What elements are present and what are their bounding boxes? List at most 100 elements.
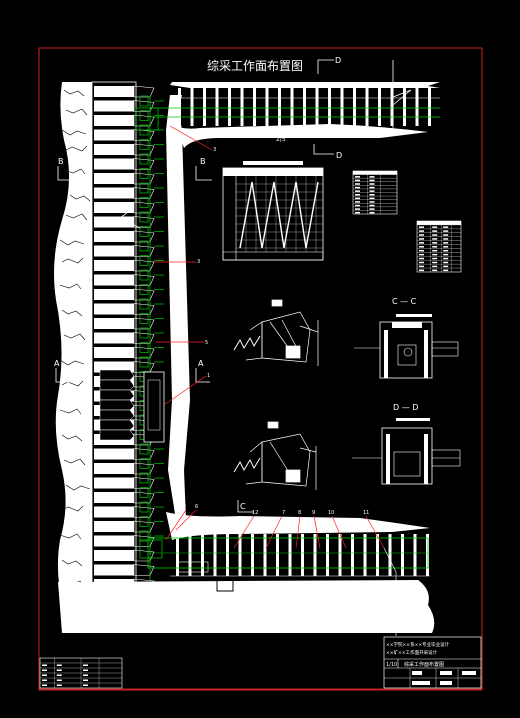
roadway-prop xyxy=(353,88,356,126)
support-unit xyxy=(94,550,134,561)
table-cell-text xyxy=(355,194,360,196)
table-cell-text xyxy=(432,238,438,240)
roadway-prop xyxy=(253,88,256,126)
table-cell-text xyxy=(419,234,424,236)
roadway-prop xyxy=(190,88,194,126)
table-cell-text xyxy=(369,186,375,189)
title-block-sheet: 1/10 xyxy=(386,662,397,668)
table-cell-text xyxy=(369,194,375,196)
table-cell-text xyxy=(369,204,375,207)
roadway-prop xyxy=(251,534,254,576)
table-cell-text xyxy=(42,684,47,686)
conveyor-pan xyxy=(139,240,149,252)
section-label-b-right: B xyxy=(200,157,206,166)
table-cell-text xyxy=(443,261,449,264)
table-cell-text xyxy=(355,183,360,185)
top-gateway-supports xyxy=(170,88,440,126)
conveyor-pan xyxy=(139,458,149,469)
table-cell-text xyxy=(432,261,438,264)
table-cell-text xyxy=(443,253,449,256)
section-label-b-left: B xyxy=(58,157,64,166)
conveyor-pan xyxy=(139,487,149,498)
title-leader xyxy=(383,547,397,636)
support-unit xyxy=(94,477,134,489)
table-cell-text xyxy=(56,684,62,686)
roadway-prop xyxy=(226,534,229,576)
conveyor-pan xyxy=(139,182,149,194)
table-cell-text xyxy=(355,208,360,210)
conveyor-pan xyxy=(139,284,149,295)
section-cc-drawing: C — C xyxy=(354,297,459,379)
support-unit xyxy=(94,245,134,257)
roadway-prop xyxy=(301,534,304,576)
table-cell-text xyxy=(355,186,360,189)
table-cell-text xyxy=(355,190,360,192)
support-unit xyxy=(94,187,134,199)
table-cell-text xyxy=(443,230,449,232)
conveyor-pan xyxy=(139,516,149,527)
section-label-a-right: A xyxy=(198,359,204,368)
table-header xyxy=(417,221,461,225)
table-cell-text xyxy=(432,253,438,256)
tail-drive xyxy=(139,539,163,559)
section-c-mark xyxy=(237,500,254,513)
section-label-d: D xyxy=(336,151,342,160)
roadway-prop xyxy=(240,88,244,126)
conveyor-pan xyxy=(139,530,149,542)
support-unit xyxy=(94,318,134,329)
section-label-a-left: A xyxy=(54,359,60,368)
table-cell-text xyxy=(56,664,62,666)
red-annotation: 2/5 xyxy=(276,136,286,143)
table-cell-text xyxy=(56,674,62,676)
conveyor-pan xyxy=(139,197,149,208)
callout-number: 11 xyxy=(363,510,369,516)
revision-table xyxy=(39,657,123,689)
table-cell-text xyxy=(369,179,375,182)
hydraulic-support-view-upper xyxy=(233,299,319,366)
table-cell-text xyxy=(432,230,438,232)
shearer-body xyxy=(147,379,161,431)
section-a-right-mark xyxy=(195,368,210,383)
callout-number: 9 xyxy=(312,510,315,516)
section-a-left-mark xyxy=(55,368,72,383)
roadway-prop xyxy=(390,88,394,126)
roadway-prop xyxy=(178,88,181,126)
table-header xyxy=(353,171,397,175)
support-unit xyxy=(94,173,134,184)
cycle-operation-chart xyxy=(222,161,324,261)
caved-block xyxy=(99,379,135,391)
title-block-line2: ××矿××工作面开采设计 xyxy=(386,649,438,656)
roadway-prop xyxy=(176,534,179,576)
support-unit xyxy=(94,231,134,242)
break-line-top xyxy=(392,60,412,132)
face-equipment xyxy=(135,95,164,580)
table-cell-text xyxy=(83,684,88,686)
roadway-prop xyxy=(388,534,392,576)
callout-number: 12 xyxy=(252,510,258,516)
conveyor-pan xyxy=(139,226,149,237)
table-cell-text xyxy=(443,242,449,244)
support-unit xyxy=(94,347,134,358)
table-cell-text xyxy=(443,257,449,260)
table-cell-text xyxy=(369,190,375,192)
table-cell-text xyxy=(83,674,88,676)
table-cell-text xyxy=(432,226,438,228)
technical-table-1 xyxy=(352,170,398,215)
support-unit xyxy=(94,158,134,170)
table-cell-text xyxy=(443,238,449,240)
drawing-title: 综采工作面布置图 xyxy=(207,59,303,73)
table-cell-text xyxy=(432,249,438,252)
roadway-prop xyxy=(376,534,379,576)
top-roadway-edge xyxy=(170,82,440,88)
table-cell-text xyxy=(432,265,438,268)
top-roadway-floor xyxy=(176,124,428,148)
table-cell-text xyxy=(56,679,62,681)
roadway-prop xyxy=(315,88,319,126)
roadway-prop xyxy=(215,88,219,126)
table-cell-text xyxy=(432,234,438,236)
working-face-strip xyxy=(166,95,190,520)
conveyor-pan xyxy=(139,110,149,121)
table-cell-text xyxy=(83,679,88,681)
callout-number: 4 xyxy=(183,504,186,510)
callout-number: 8 xyxy=(298,510,301,516)
